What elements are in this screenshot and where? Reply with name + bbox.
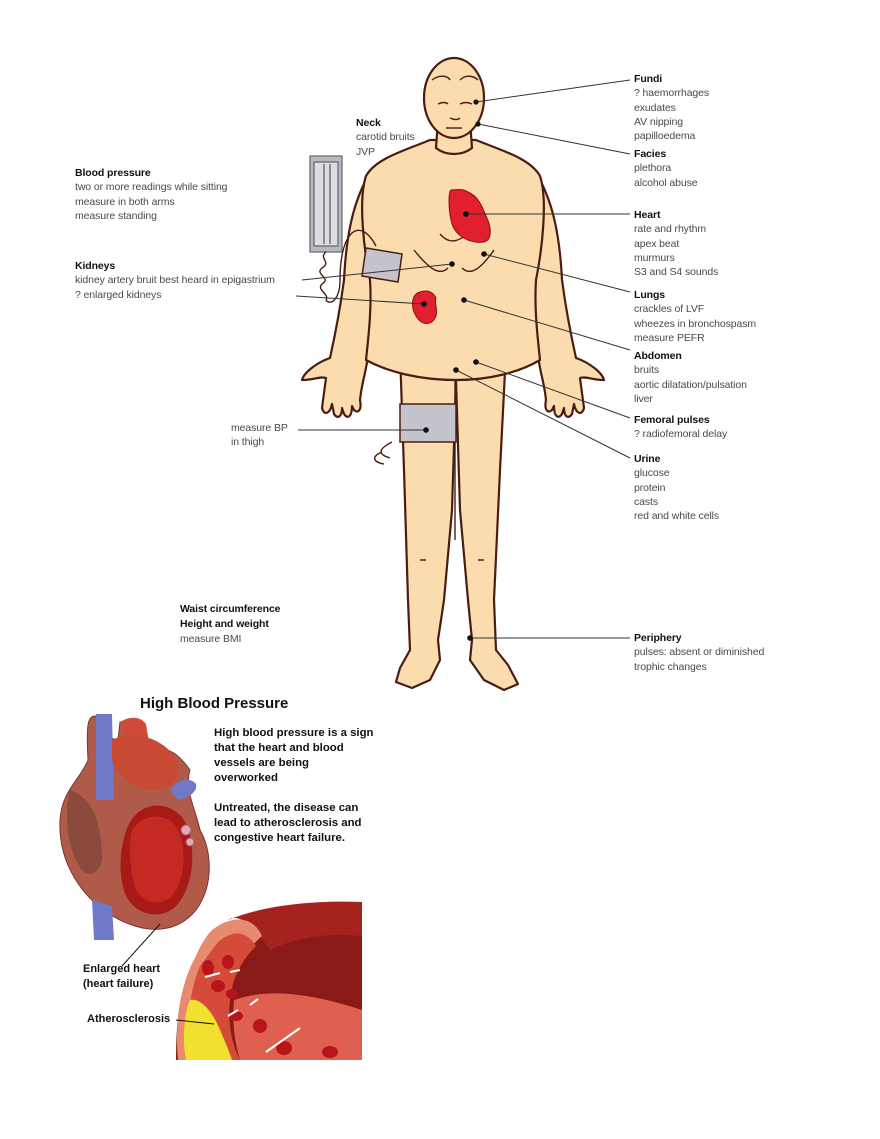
label-line: wheezes in bronchospasm xyxy=(634,317,757,330)
label-line: alcohol abuse xyxy=(634,176,698,189)
human-body-figure xyxy=(295,56,631,692)
hbp-title: High Blood Pressure xyxy=(140,695,289,712)
label-line: glucose xyxy=(634,467,670,480)
label-line: AV nipping xyxy=(634,115,684,128)
right-leg xyxy=(454,350,520,692)
label-line: measure in both arms xyxy=(75,195,175,208)
label-title: Heart xyxy=(634,209,661,221)
label-line: ? haemorrhages xyxy=(634,87,710,100)
callout-line: (heart failure) xyxy=(83,977,154,990)
callout-line: Enlarged heart xyxy=(83,963,161,975)
arm-cuff xyxy=(361,247,403,283)
label-line: aortic dilatation/pulsation xyxy=(634,378,747,391)
label-line: papilloedema xyxy=(634,130,696,143)
label-neck-title: Neck xyxy=(356,117,381,129)
label-facies: Facies plethora alcohol abuse xyxy=(634,147,698,190)
label-abdomen: Abdomen bruits aortic dilatation/pulsati… xyxy=(634,349,747,406)
label-thigh-bp: measure BP in thigh xyxy=(231,421,288,450)
label-line: crackles of LVF xyxy=(634,303,705,316)
label-line: protein xyxy=(634,481,666,494)
label-line: JVP xyxy=(356,145,375,158)
label-title: Height and weight xyxy=(180,618,269,631)
label-line: rate and rhythm xyxy=(634,223,707,236)
label-line: red and white cells xyxy=(634,510,720,523)
label-line: trophic changes xyxy=(634,660,707,673)
label-line: S3 and S4 sounds xyxy=(634,266,719,279)
label-line: kidney artery bruit best heard in epigas… xyxy=(75,274,275,287)
label-title: Blood pressure xyxy=(75,167,151,179)
anatomical-heart xyxy=(59,714,210,940)
label-line: liver xyxy=(634,392,653,405)
label-line: ? enlarged kidneys xyxy=(75,288,162,301)
label-neck: Neck carotid bruits JVP xyxy=(356,116,415,159)
label-fundi: Fundi ? haemorrhages exudates AV nipping… xyxy=(634,72,709,143)
label-line: measure BMI xyxy=(180,632,242,645)
sphygmomanometer xyxy=(309,155,343,253)
label-title: Periphery xyxy=(634,632,682,644)
label-line: measure PEFR xyxy=(634,331,705,344)
label-title: Facies xyxy=(634,148,667,160)
label-line: bruits xyxy=(634,364,660,377)
label-line: apex beat xyxy=(634,237,680,250)
label-line: measure BP xyxy=(231,422,288,434)
label-waist-height: Waist circumference Height and weight me… xyxy=(180,602,281,646)
label-line: plethora xyxy=(634,162,672,175)
label-line: measure standing xyxy=(75,209,157,222)
callout-enlarged-heart: Enlarged heart (heart failure) xyxy=(83,962,160,991)
label-periphery: Periphery pulses: absent or diminished t… xyxy=(634,631,764,674)
label-title: Urine xyxy=(634,453,661,465)
head xyxy=(422,56,486,140)
label-line: exudates xyxy=(634,101,676,114)
callout-atherosclerosis: Atherosclerosis xyxy=(87,1013,171,1025)
heart-organ xyxy=(448,189,491,243)
label-line: carotid bruits xyxy=(356,131,415,144)
hbp-paragraph-2: Untreated, the disease can lead to ather… xyxy=(214,802,362,844)
label-title: Kidneys xyxy=(75,260,116,272)
thigh-cuff xyxy=(399,403,457,443)
label-line: casts xyxy=(634,495,659,508)
label-title: Waist circumference xyxy=(180,603,281,615)
artery-cross-section xyxy=(176,901,362,1060)
label-line: murmurs xyxy=(634,251,675,264)
torso xyxy=(361,138,545,382)
label-title: Abdomen xyxy=(634,350,682,362)
label-urine: Urine glucose protein casts red and whit… xyxy=(634,452,719,523)
label-heart: Heart rate and rhythm apex beat murmurs … xyxy=(634,208,718,279)
kidney-organ xyxy=(412,290,438,324)
label-blood-pressure: Blood pressure two or more readings whil… xyxy=(75,166,228,223)
label-title: Femoral pulses xyxy=(634,414,710,426)
label-line: ? radiofemoral delay xyxy=(634,428,728,441)
label-line: in thigh xyxy=(231,436,265,449)
label-line: two or more readings while sitting xyxy=(75,181,228,194)
label-lungs: Lungs crackles of LVF wheezes in broncho… xyxy=(634,288,756,345)
label-femoral-pulses: Femoral pulses ? radiofemoral delay xyxy=(634,413,727,442)
hbp-description: High blood pressure is a sign that the h… xyxy=(214,726,374,861)
hbp-paragraph-1: High blood pressure is a sign that the h… xyxy=(214,727,374,784)
label-title: Fundi xyxy=(634,73,663,85)
label-kidneys: Kidneys kidney artery bruit best heard i… xyxy=(75,259,275,302)
label-line: pulses: absent or diminished xyxy=(634,646,765,659)
label-title: Lungs xyxy=(634,289,665,301)
